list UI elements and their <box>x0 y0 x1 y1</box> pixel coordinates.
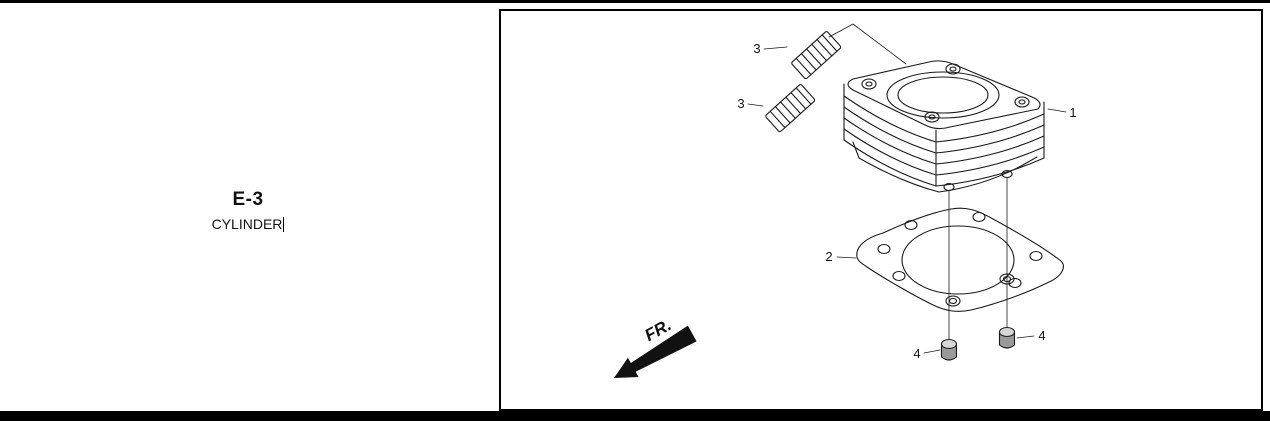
diagram-panel: 1 2 3 3 4 4 FR. <box>499 9 1263 411</box>
cylinder-bore-outer <box>886 71 1000 119</box>
section-code-heading: E-3 <box>232 189 264 210</box>
cylinder-bore-inner <box>897 76 989 114</box>
callout-3b[interactable]: 3 <box>737 96 744 111</box>
callout-1[interactable]: 1 <box>1069 105 1076 120</box>
callout-3a[interactable]: 3 <box>753 41 760 56</box>
part-4-dowel-a[interactable] <box>940 338 958 361</box>
cylinder-parts-diagram-svg: 1 2 3 3 4 4 FR. <box>614 23 1077 378</box>
part-1-cylinder[interactable] <box>843 60 1045 193</box>
part-3-fin-a[interactable] <box>791 31 842 80</box>
alignment-lines <box>948 177 1008 341</box>
fr-direction-indicator: FR. <box>614 315 697 378</box>
bottom-border-bar <box>0 411 1270 421</box>
fin-a-outline <box>791 31 842 80</box>
callout-4a[interactable]: 4 <box>913 346 920 361</box>
callout-leader-lines <box>747 46 1067 354</box>
part-3-fin-b[interactable] <box>765 84 816 133</box>
text-cursor <box>283 217 285 232</box>
callout-labels: 1 2 3 3 4 4 <box>737 41 1076 361</box>
part-4-dowel-b[interactable] <box>998 326 1016 349</box>
part-2-gasket[interactable] <box>856 207 1064 312</box>
section-title-text: CYLINDER <box>211 216 283 232</box>
callout-4b[interactable]: 4 <box>1038 328 1045 343</box>
top-border-rule <box>0 0 1270 3</box>
section-title-block: E-3 CYLINDER <box>148 189 348 234</box>
fr-arrow-icon <box>614 325 697 378</box>
leader-lines-top <box>828 23 907 65</box>
section-info-panel: E-3 CYLINDER <box>0 3 499 411</box>
callout-2[interactable]: 2 <box>825 249 832 264</box>
section-title-field[interactable]: CYLINDER <box>212 216 285 232</box>
fin-b-outline <box>765 84 816 133</box>
gasket-bore-hole <box>901 225 1015 295</box>
